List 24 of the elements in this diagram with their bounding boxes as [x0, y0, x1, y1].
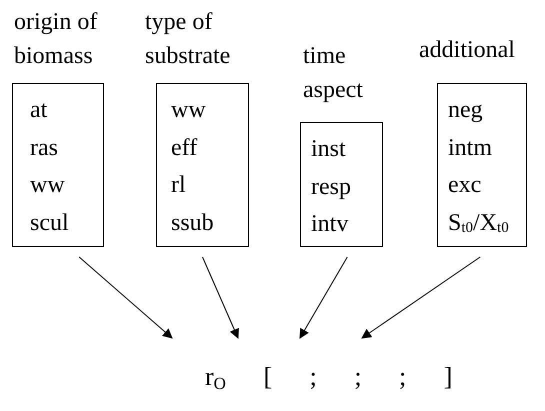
arrow	[78, 256, 173, 339]
option-label: ww	[30, 171, 66, 200]
option-label: ssub	[171, 208, 215, 238]
option-label: neg	[448, 96, 484, 125]
arrow	[300, 256, 348, 339]
option-label: at	[30, 96, 48, 125]
option-label: ww	[171, 96, 207, 125]
option-label: S$_{t0}$/X$_{t0}$	[448, 208, 510, 238]
option-label: resp	[311, 172, 352, 202]
option-label: intv	[311, 210, 350, 239]
option-label: intm	[448, 134, 494, 162]
category-heading: additional	[419, 36, 516, 65]
category-heading: origin of biomass	[14, 8, 98, 71]
option-label: ras	[30, 134, 59, 162]
option-label: exc	[448, 171, 482, 200]
category-heading: time aspect	[303, 42, 364, 105]
arrow	[202, 256, 239, 339]
rate-formula: r$_{O}$ [ ; ; ; ]	[205, 338, 452, 401]
arrow	[361, 256, 481, 339]
option-label: scul	[30, 208, 70, 238]
category-heading: type of substrate	[145, 8, 232, 71]
option-label: rl	[171, 171, 187, 200]
option-label: inst	[311, 135, 347, 164]
option-label: eff	[171, 134, 198, 162]
